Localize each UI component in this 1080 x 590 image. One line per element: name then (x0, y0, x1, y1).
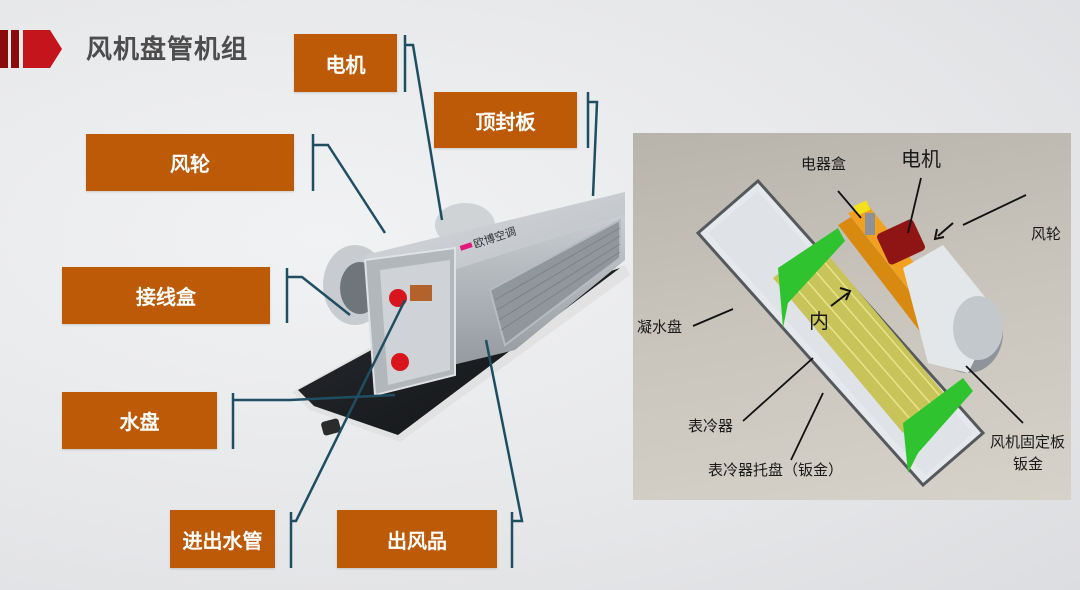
label-water-pipes: 进出水管 (170, 510, 275, 568)
label-coil-tray: 表冷器托盘（钣金） (708, 461, 844, 479)
label-coil: 表冷器 (688, 417, 734, 435)
exploded-view-illustration (692, 177, 1027, 488)
label-motor: 电机 (294, 34, 397, 92)
exploded-view-panel: 电器盒 电机 风轮 凝水盘 内 表冷器 表冷器托盘（钣金） 风机固定板 钣金 (633, 133, 1071, 500)
label-fan-mount-plate-line1: 风机固定板 (990, 433, 1066, 451)
label-air-outlet: 出风品 (337, 510, 497, 568)
label-fan-wheel: 风轮 (86, 134, 294, 191)
label-fan-mount-plate-line2: 钣金 (1013, 455, 1044, 473)
label-junction-box: 接线盒 (62, 267, 270, 324)
label-water-tray: 水盘 (62, 392, 217, 449)
label-inner: 内 (809, 309, 829, 333)
label-electrical-box: 电器盒 (801, 155, 847, 173)
label-motor-right: 电机 (901, 147, 941, 171)
label-condensate-tray: 凝水盘 (637, 318, 683, 336)
page-title: 风机盘管机组 (86, 35, 249, 65)
title-marker-icon (0, 30, 62, 68)
fan-coil-unit-illustration: 欧博空调 (292, 192, 630, 442)
label-top-plate: 顶封板 (434, 92, 577, 148)
label-fan-wheel-right: 风轮 (1031, 225, 1062, 243)
